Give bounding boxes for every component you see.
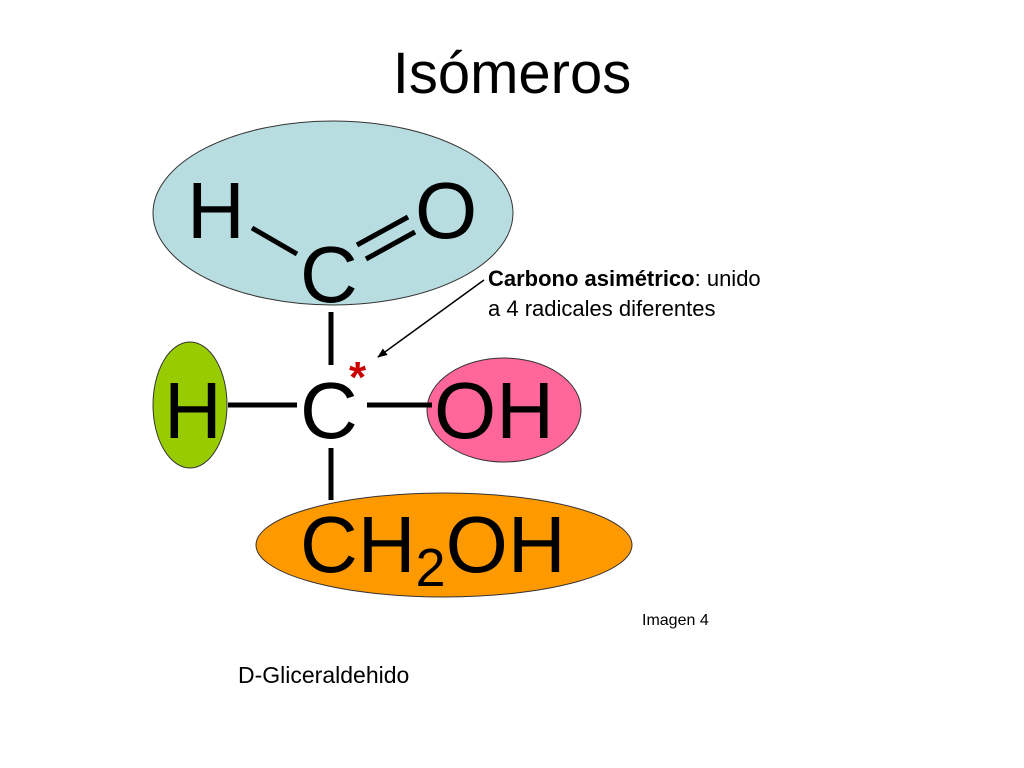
bond-c-o-double-1 bbox=[355, 214, 410, 248]
ch2oh-group-ellipse bbox=[255, 492, 633, 598]
annotation-line2: a 4 radicales diferentes bbox=[488, 296, 716, 321]
image-caption: Imagen 4 bbox=[642, 612, 709, 629]
aldehyde-oxygen-atom: O bbox=[415, 166, 477, 255]
compound-name-label: D-Gliceraldehido bbox=[238, 662, 410, 688]
bond-h-c-aldehyde bbox=[250, 225, 299, 257]
ch2oh-subscript: 2 bbox=[416, 538, 446, 598]
hydrogen-group-ellipse bbox=[152, 341, 228, 469]
ch2oh-group-label: CH2OH bbox=[300, 500, 566, 598]
annotation-bold-term: Carbono asimétrico bbox=[488, 266, 695, 291]
annotation-line1-rest: : unido bbox=[694, 266, 761, 291]
annotation-arrow bbox=[377, 279, 485, 358]
slide-title: Isómeros bbox=[392, 41, 632, 106]
ch2oh-oh-part: OH bbox=[446, 500, 566, 589]
aldehyde-group-ellipse bbox=[152, 120, 514, 306]
left-hydrogen-atom: H bbox=[164, 366, 222, 455]
chiral-marker-asterisk: * bbox=[349, 353, 367, 402]
hydroxyl-group-ellipse bbox=[426, 357, 582, 463]
asymmetric-carbon-annotation: Carbono asimétrico: unido a 4 radicales … bbox=[488, 264, 848, 324]
hydroxyl-group-label: OH bbox=[434, 366, 554, 455]
ch2oh-ch-part: CH bbox=[300, 500, 416, 589]
aldehyde-hydrogen-atom: H bbox=[187, 166, 245, 255]
aldehyde-carbon-atom: C bbox=[300, 230, 358, 319]
chiral-carbon-atom: C bbox=[300, 366, 358, 455]
bond-c-o-double-2 bbox=[364, 229, 417, 262]
